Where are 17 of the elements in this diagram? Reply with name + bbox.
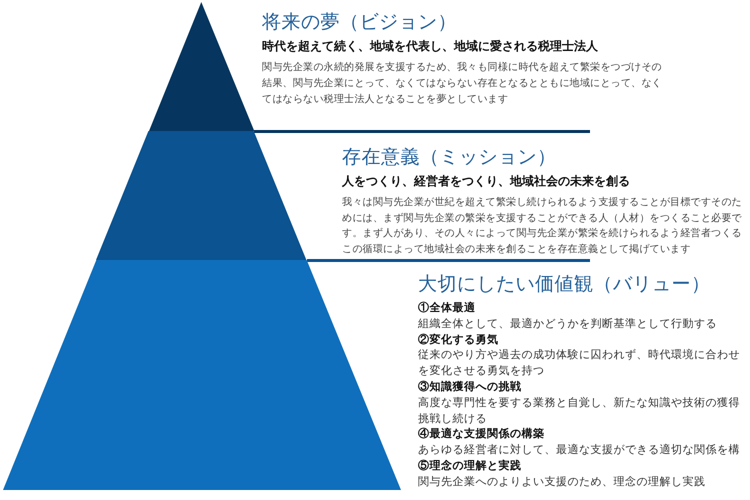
value-heading: ①全体最適 <box>418 300 476 316</box>
value-heading: ⑤理念の理解と実践 <box>418 458 522 474</box>
value-heading: ②変化する勇気 <box>418 332 498 348</box>
section-heading: 存在意義（ミッション） <box>342 145 556 169</box>
body-text: 関与先企業の永続的発展を支援するため、我々も同様に時代を超えて繁栄をつづけその結果、関与先企業にとって、なくてはならない存在となるとともに地域にとって、なくてはならない税理士法人となることを夢としています <box>262 60 663 107</box>
value-description: 関与先企業へのよりよい支援のため、理念の理解し実践 <box>418 474 706 490</box>
value-description: あらゆる経営者に対して、最適な支援ができる適切な関係を構 <box>418 442 741 458</box>
tagline: 人をつくり、経営者をつくり、地域社会の未来を創る <box>342 173 630 189</box>
value-description: 高度な専門性を要する業務と自覚し、新たな知識や技術の獲得挑戦し続ける <box>418 394 741 426</box>
section-heading: 将来の夢（ビジョン） <box>262 10 457 34</box>
value-heading: ④最適な支援関係の構築 <box>418 426 544 442</box>
tagline: 時代を超えて続く、地域を代表し、地域に愛される税理士法人 <box>262 38 598 54</box>
value-description: 組織全体として、最適かどうかを判断基準として行動する <box>418 316 718 332</box>
section-heading: 大切にしたい価値観（バリュー） <box>418 272 710 296</box>
body-text: 我々は関与先企業が世紀を超えて繁栄し続けられるよう支援することが目標ですそのためには、まず関与先企業の繁栄を支援することができる人（人材）をつくること必要です。まず人があり、その人々によって関与先企業が繁栄を続けられるよう経営者つくるこの循環によって地域社会の未来を創ることを存在意義として掲げています <box>342 196 743 256</box>
value-description: 従来のやり方や過去の成功体験に囚われず、時代環境に合わせを変化させる勇気を持つ <box>418 347 741 379</box>
value-heading: ③知識獲得への挑戦 <box>418 378 522 395</box>
